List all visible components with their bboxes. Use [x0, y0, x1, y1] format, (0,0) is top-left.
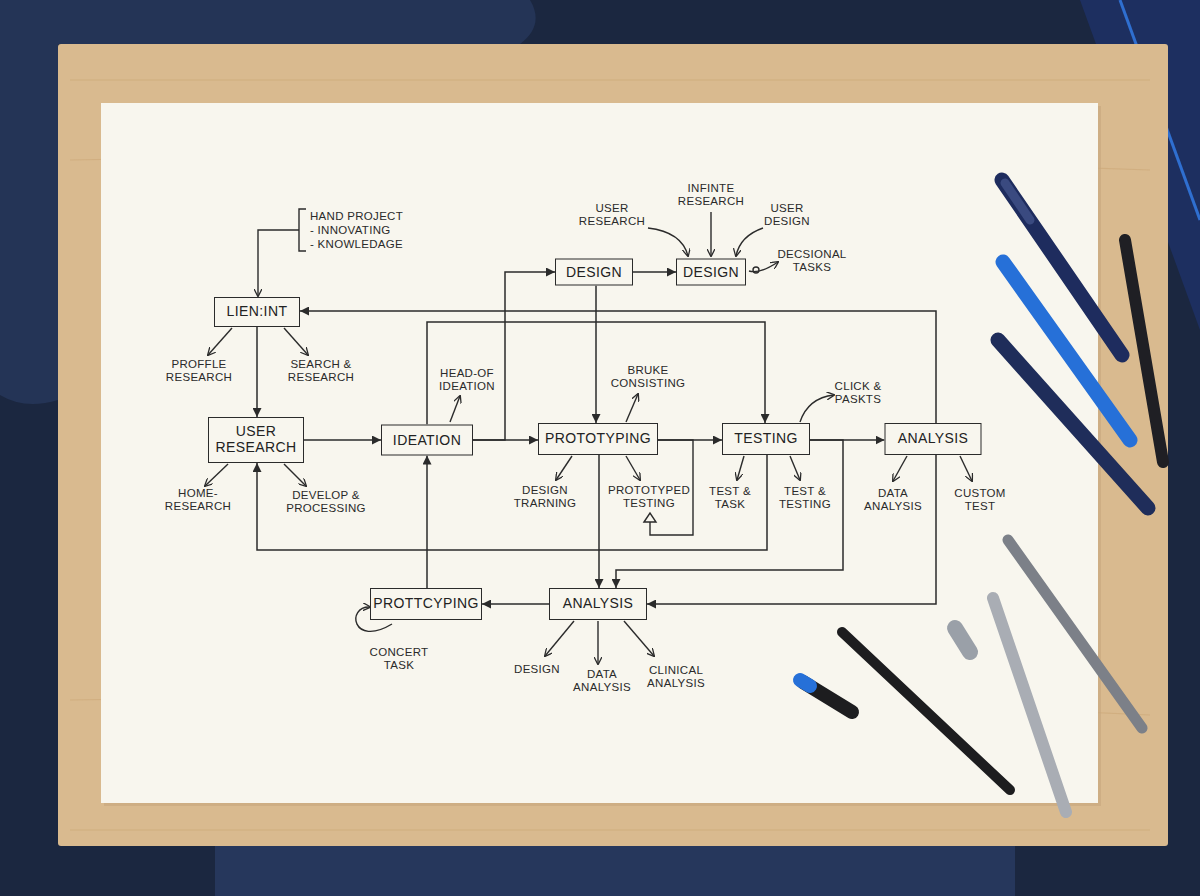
pen-cap-tip [800, 680, 810, 686]
box-text: ANALYSIS [898, 431, 969, 447]
annotation-label: INFINTE RESEARCH [676, 182, 746, 208]
annotation-label: CLINICAL ANALYSIS [639, 664, 714, 690]
leader-line [960, 456, 972, 481]
process-box: DESIGN [676, 259, 746, 286]
leader-lines [205, 209, 972, 664]
leader-line [737, 456, 744, 480]
chair-seat [215, 846, 1015, 896]
process-box: DESIGN [555, 259, 633, 286]
pen [842, 632, 1010, 790]
flow-arrow [473, 272, 555, 440]
box-text: LIEN:INT [227, 304, 288, 320]
loop-triangle [644, 513, 656, 522]
leader-line [893, 456, 907, 481]
annotation-label: DECSIONAL TASKS [772, 248, 852, 274]
annotation-label: BRUKE CONSISTING [608, 364, 688, 390]
flow-arrow [658, 439, 722, 441]
hook-circle [753, 267, 759, 273]
leader-line [648, 228, 688, 256]
pen-cap [955, 628, 970, 652]
annotation-label: DESIGN TRARNING [508, 484, 583, 510]
flow-arrow [256, 327, 258, 417]
wooden-table [58, 44, 1168, 846]
annotation-label: HOME- RESEARCH [163, 487, 233, 513]
process-box: USER RESEARCH [208, 417, 304, 463]
flow-arrow [257, 455, 767, 550]
flow-arrow [598, 455, 600, 588]
annotation-label: DATA ANALYSIS [861, 487, 926, 513]
box-text: TESTING [734, 431, 797, 447]
process-box: LIEN:INT [214, 297, 300, 327]
box-text: PROTOTYPING [545, 431, 651, 447]
leader-line [626, 394, 638, 422]
annotation-label: TEST & TESTING [775, 485, 835, 511]
leader-line [800, 395, 834, 422]
box-text: ANALYSIS [563, 596, 634, 612]
leader-line [208, 328, 232, 355]
box-text: USER RESEARCH [209, 424, 303, 455]
flow-arrow [426, 456, 428, 589]
annotation-label: CLICK & PASKTS [828, 380, 888, 406]
leader-line [284, 464, 306, 486]
leader-line [626, 456, 640, 480]
leader-line [556, 456, 572, 480]
annotation-label: PROFFLE RESEARCH [164, 358, 234, 384]
annotation-label: DATA ANALYSIS [570, 668, 635, 694]
flow-arrow [300, 311, 936, 423]
pens [800, 180, 1163, 812]
bracket [299, 209, 306, 251]
flow-arrow [633, 271, 676, 273]
annotation-label: - KNOWLEDAGE [310, 238, 403, 251]
process-box: PROTTCYPING [370, 588, 482, 620]
pen-cap [1005, 183, 1030, 220]
pen [1125, 240, 1163, 462]
leader-line [790, 456, 800, 480]
leader-line [736, 228, 763, 256]
leader-line [450, 396, 460, 422]
annotation-label: TEST & TASK [703, 485, 758, 511]
annotation-label: PROTOTYPED TESTING [604, 484, 694, 510]
pen [1002, 180, 1122, 355]
box-text: DESIGN [566, 264, 622, 280]
box-text: PROTTCYPING [373, 596, 479, 612]
annotation-label: DEVELOP & PROCESSING [281, 489, 371, 515]
paper-sheet [101, 103, 1098, 803]
annotation-label: CONCERT TASK [367, 646, 432, 672]
flow-arrow [304, 439, 381, 441]
annotation-label: - INNOVATING [310, 224, 390, 237]
annotation-label: HAND PROJECT [310, 210, 403, 223]
annotation-label: DESIGN [507, 663, 567, 676]
leader-line [258, 230, 299, 296]
flow-arrow [482, 603, 549, 605]
process-box: TESTING [722, 423, 810, 455]
wood-grain [70, 80, 1150, 830]
annotation-label: USER DESIGN [760, 202, 815, 228]
flow-arrow [427, 322, 765, 425]
leader-line [624, 621, 654, 656]
process-box: ANALYSIS [549, 588, 647, 620]
annotation-label: CUSTOM TEST [950, 487, 1010, 513]
annotation-label: SEARCH & RESEARCH [284, 358, 359, 384]
process-box: IDEATION [381, 425, 473, 456]
flow-arrow [616, 440, 843, 588]
annotation-label: USER RESEARCH [577, 202, 647, 228]
leader-line [545, 621, 574, 656]
leader-line [710, 212, 711, 256]
box-text: DESIGN [683, 264, 739, 280]
annotation-label: HEAD-OF IDEATION [432, 367, 502, 393]
box-text: IDEATION [393, 432, 461, 448]
process-box: ANALYSIS [885, 423, 982, 455]
leader-line [284, 328, 308, 355]
flow-arrow [647, 455, 936, 604]
leader-line [597, 621, 598, 664]
leader-line [205, 464, 228, 486]
pen [998, 340, 1148, 508]
flow-arrow [595, 286, 597, 424]
process-box: PROTOTYPING [538, 423, 658, 455]
